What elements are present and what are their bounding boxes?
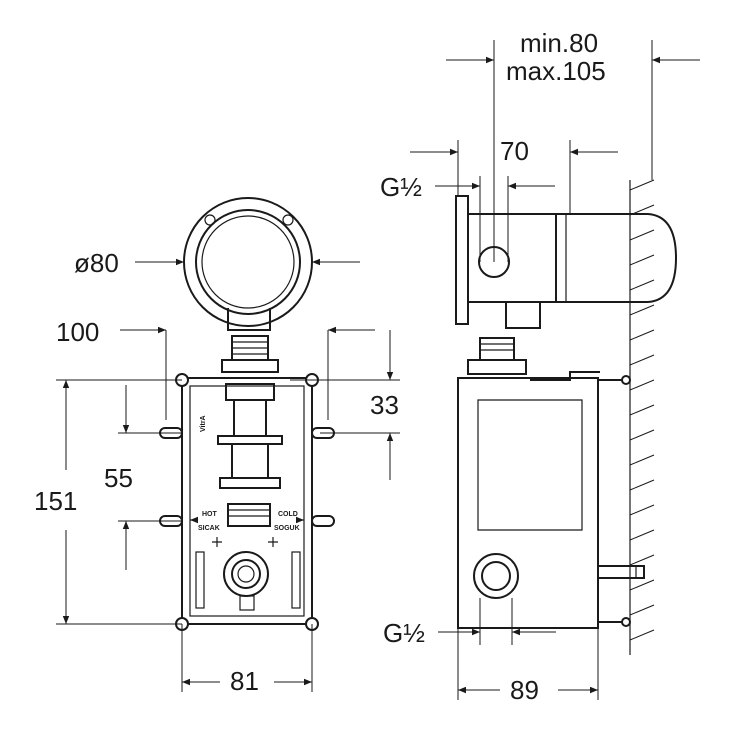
side-dimensions <box>410 40 700 700</box>
dim-diameter-label: ø80 <box>74 248 119 278</box>
dim-89-label: 89 <box>510 675 539 705</box>
dim-max-label: max.105 <box>506 56 606 86</box>
dim-81-label: 81 <box>230 666 259 696</box>
front-view: VitrA HOT SICAK COLD SOGUK <box>159 197 335 631</box>
dim-33-label: 33 <box>370 390 399 420</box>
brand-label: VitrA <box>200 415 207 432</box>
cold-tr-label: SOGUK <box>274 525 300 532</box>
hot-tr-label: SICAK <box>198 525 220 532</box>
dim-55-label: 55 <box>104 463 133 493</box>
front-dimensions <box>56 258 400 692</box>
round-flange <box>183 197 313 331</box>
wall-hatch <box>629 179 655 655</box>
side-view <box>455 179 678 655</box>
dim-min-label: min.80 <box>520 28 598 58</box>
dim-g-bottom-label: G½ <box>383 618 425 648</box>
dim-70-label: 70 <box>500 136 529 166</box>
cold-label: COLD <box>278 511 298 518</box>
dim-g-top-label: G½ <box>380 172 422 202</box>
dim-100-label: 100 <box>56 317 99 347</box>
hot-label: HOT <box>202 511 218 518</box>
threaded-nipple <box>221 335 279 373</box>
mounting-box <box>159 373 335 631</box>
dim-151-label: 151 <box>34 486 77 516</box>
